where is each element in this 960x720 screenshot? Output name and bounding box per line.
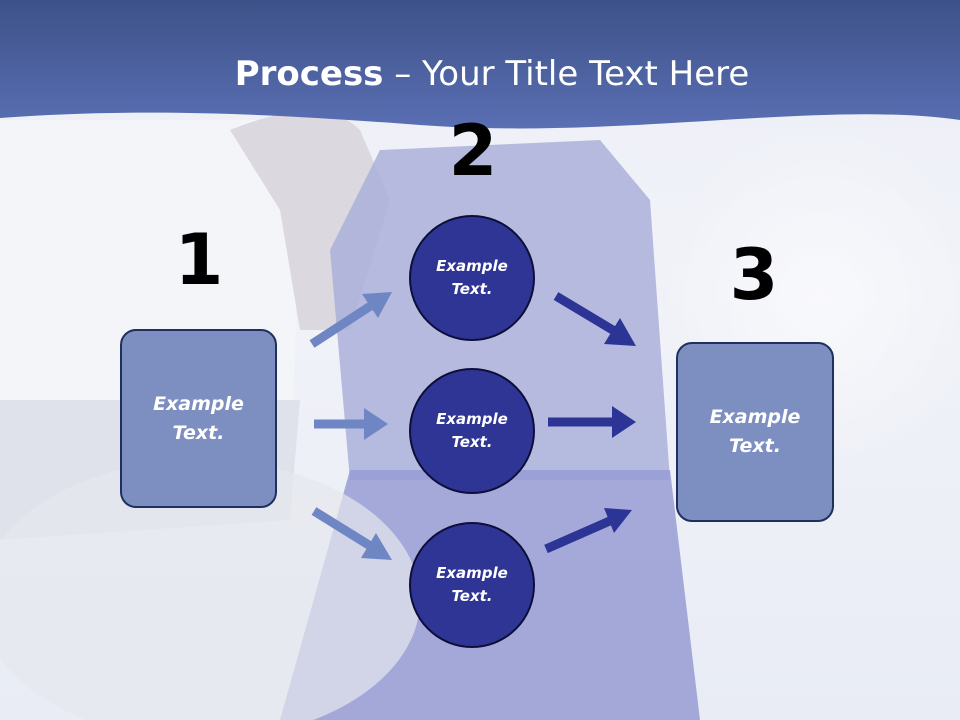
step-3-text: Example Text. (709, 406, 801, 457)
step-2-circle-top: Example Text. (409, 215, 535, 341)
arrow-1-to-bottom (311, 507, 392, 560)
step-1-box: Example Text. (120, 329, 277, 508)
step-2-circle-middle-text: Example Text. (436, 410, 508, 451)
step-number-2: 2 (448, 110, 498, 192)
step-2-circle-bottom-text: Example Text. (436, 564, 508, 605)
arrow-1-to-middle (314, 408, 388, 440)
step-number-3: 3 (729, 234, 779, 316)
step-3-box: Example Text. (676, 342, 834, 522)
slide-title: Process – Your Title Text Here (0, 52, 960, 96)
arrow-top-to-3 (553, 292, 636, 346)
step-2-circle-top-text: Example Text. (436, 257, 508, 298)
arrow-1-to-top (309, 292, 392, 348)
step-number-1: 1 (174, 219, 224, 301)
title-bold: Process (234, 54, 384, 94)
arrow-bottom-to-3 (544, 508, 632, 554)
step-2-circle-middle: Example Text. (409, 368, 535, 494)
title-rest: – Your Title Text Here (383, 54, 750, 94)
arrow-middle-to-3 (548, 406, 636, 438)
step-2-circle-bottom: Example Text. (409, 522, 535, 648)
step-1-text: Example Text. (153, 392, 244, 444)
